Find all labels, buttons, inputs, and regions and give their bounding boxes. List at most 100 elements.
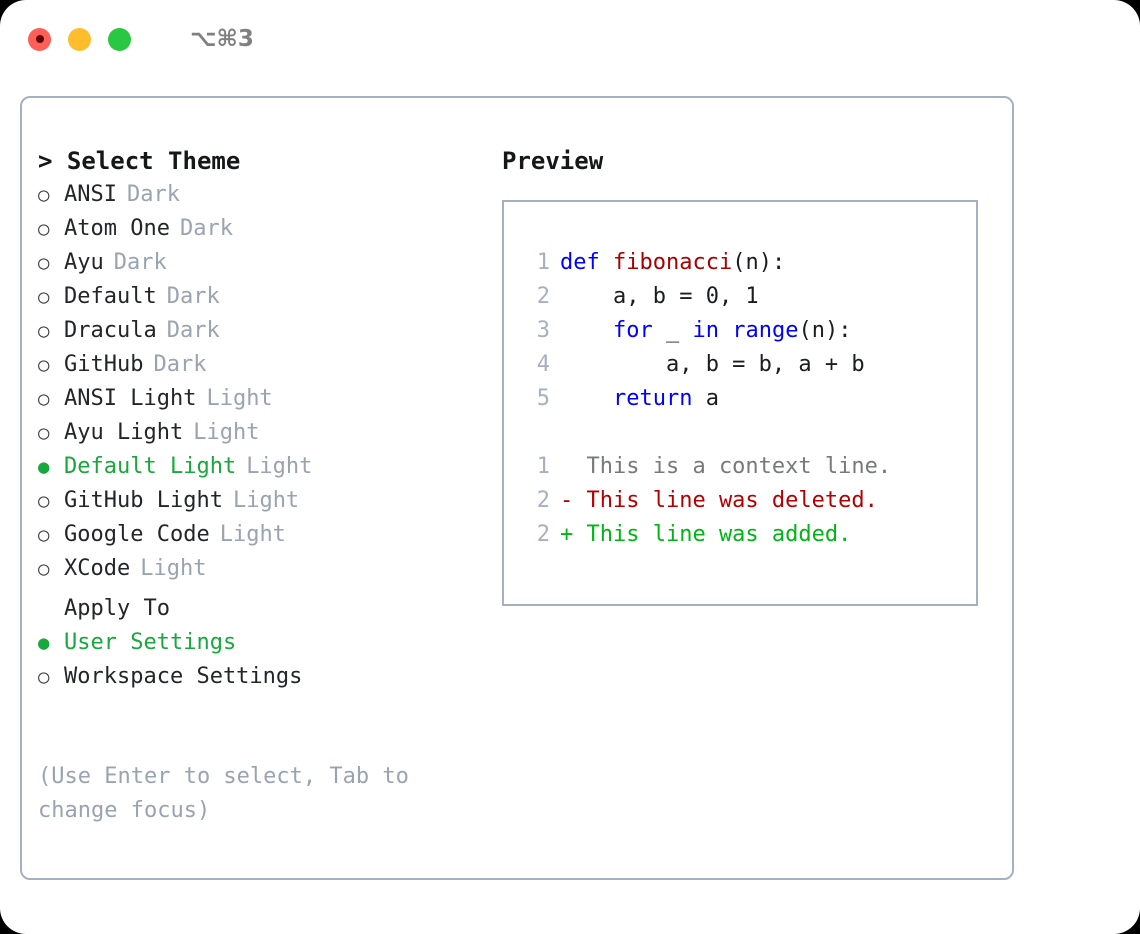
theme-option-10[interactable]: ○ Google Code Light (38, 518, 498, 552)
theme-option-label: ANSI Light (64, 386, 197, 411)
line-number: 1 (536, 250, 550, 275)
theme-option-label: Google Code (64, 522, 210, 547)
diff-line-1: 2 - This line was deleted. (522, 484, 976, 518)
theme-variant-tag: Dark (126, 182, 180, 207)
code-content: + This line was added. (560, 518, 851, 552)
line-number: 3 (536, 318, 550, 343)
apply-option-label: User Settings (64, 630, 237, 655)
theme-option-label: Default (64, 284, 157, 309)
theme-option-label: XCode (64, 556, 131, 581)
radio-selected-icon: ● (38, 456, 50, 478)
apply-option-label: Workspace Settings (64, 664, 303, 689)
apply-to-title: Apply To (64, 596, 170, 621)
token-ctx: This is a context line. (560, 454, 892, 479)
radio-unselected-icon: ○ (38, 354, 50, 376)
line-number: 4 (536, 352, 550, 377)
radio-selected-icon: ● (38, 632, 50, 654)
theme-option-label: GitHub Light (64, 488, 223, 513)
diff-line-0: 1 This is a context line. (522, 450, 976, 484)
theme-variant-tag: Light (219, 522, 286, 547)
radio-unselected-icon: ○ (38, 252, 50, 274)
radio-unselected-icon: ○ (38, 666, 50, 688)
token-kw: in (692, 318, 719, 343)
select-theme-header: > Select Theme (38, 147, 241, 175)
radio-unselected-icon: ○ (38, 218, 50, 240)
code-line-4: 5 return a (522, 382, 976, 416)
theme-variant-tag: Light (246, 454, 313, 479)
title-bar: ⌥⌘3 (0, 0, 1140, 78)
code-content: - This line was deleted. (560, 484, 878, 518)
apply-option-0[interactable]: ● User Settings (38, 626, 498, 660)
line-number: 1 (536, 454, 550, 479)
preview-diff-sample: 1 This is a context line. 2 - This line wa… (522, 450, 976, 552)
diff-line-2: 2 + This line was added. (522, 518, 976, 552)
token-plain (719, 318, 732, 343)
token-plain: (n): (732, 250, 786, 275)
token-del: - This line was deleted. (560, 488, 878, 513)
token-plain: a, b = b, a + b (560, 352, 865, 377)
radio-unselected-icon: ○ (38, 388, 50, 410)
theme-option-8[interactable]: ● Default Light Light (38, 450, 498, 484)
line-number: 2 (536, 488, 550, 513)
keyboard-shortcut-label: ⌥⌘3 (190, 26, 254, 52)
theme-option-label: GitHub (64, 352, 144, 377)
line-number: 2 (536, 284, 550, 309)
token-add: + This line was added. (560, 522, 852, 547)
theme-variant-tag: Dark (113, 250, 167, 275)
theme-variant-tag: Light (140, 556, 207, 581)
preview-spacer (522, 416, 976, 450)
token-plain: (n): (798, 318, 852, 343)
theme-option-label: Atom One (64, 216, 170, 241)
radio-unselected-icon: ○ (38, 558, 50, 580)
code-content: a, b = 0, 1 (560, 280, 759, 314)
token-plain (560, 318, 613, 343)
keyboard-hint-text: (Use Enter to select, Tab to change focu… (38, 764, 409, 823)
close-button[interactable] (28, 27, 51, 51)
token-kw: range (732, 318, 799, 343)
theme-option-5[interactable]: ○ GitHub Dark (38, 348, 498, 382)
theme-option-label: Ayu (64, 250, 104, 275)
theme-option-label: ANSI (64, 182, 117, 207)
maximize-button[interactable] (108, 27, 131, 51)
radio-unselected-icon: ○ (38, 490, 50, 512)
code-line-1: 2 a, b = 0, 1 (522, 280, 976, 314)
line-number: 2 (536, 522, 550, 547)
theme-option-label: Default Light (64, 454, 237, 479)
line-number: 5 (536, 386, 550, 411)
apply-option-1[interactable]: ○ Workspace Settings (38, 660, 498, 694)
theme-variant-tag: Dark (179, 216, 233, 241)
theme-variant-tag: Dark (166, 284, 220, 309)
theme-variant-tag: Dark (166, 318, 220, 343)
token-kw: def (560, 250, 613, 275)
token-plain: a, b = 0, 1 (560, 284, 759, 309)
theme-option-label: Ayu Light (64, 420, 184, 445)
theme-option-1[interactable]: ○ Atom One Dark (38, 212, 498, 246)
token-plain (560, 386, 613, 411)
theme-option-7[interactable]: ○ Ayu Light Light (38, 416, 498, 450)
token-plain: a (692, 386, 719, 411)
code-line-3: 4 a, b = b, a + b (522, 348, 976, 382)
preview-title: Preview (502, 147, 604, 175)
radio-unselected-icon: ○ (38, 184, 50, 206)
theme-option-2[interactable]: ○ Ayu Dark (38, 246, 498, 280)
radio-unselected-icon: ○ (38, 422, 50, 444)
radio-unselected-icon: ○ (38, 524, 50, 546)
token-kw: for (612, 318, 653, 343)
apply-to-section: Apply To ● User Settings ○ Workspace Settin… (38, 592, 498, 694)
radio-unselected-icon: ○ (38, 320, 50, 342)
theme-option-0[interactable]: ○ ANSI Dark (38, 178, 498, 212)
theme-variant-tag: Dark (153, 352, 207, 377)
token-kw: return (612, 386, 693, 411)
theme-option-11[interactable]: ○ XCode Light (38, 552, 498, 586)
minimize-button[interactable] (68, 27, 91, 51)
theme-variant-tag: Light (193, 420, 260, 445)
